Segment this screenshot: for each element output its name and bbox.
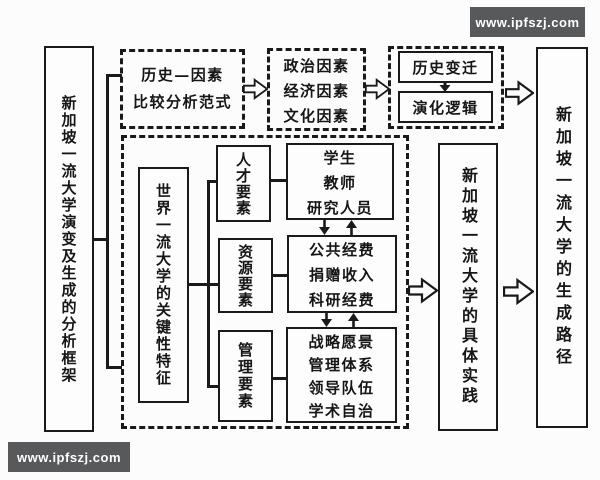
paradigm-line1: 历史—因素 bbox=[141, 66, 224, 84]
talent-element-label: 人才要素 bbox=[234, 151, 252, 216]
management-item-system: 管理体系 bbox=[308, 356, 375, 374]
evolution-logic-box: 演化逻辑 bbox=[398, 91, 493, 123]
path-label: 新加坡一流大学的生成路径 bbox=[553, 105, 572, 370]
connector-talent bbox=[270, 179, 286, 182]
paradigm-box: 历史—因素 比较分析范式 bbox=[120, 49, 245, 129]
connector-management bbox=[272, 377, 286, 380]
flow-arrow-right-icon bbox=[243, 78, 268, 100]
talent-item-students: 学生 bbox=[323, 149, 357, 167]
talent-items-box: 学生 教师 研究人员 bbox=[286, 143, 394, 220]
talent-element-box: 人才要素 bbox=[216, 145, 271, 222]
resource-item-public-funds: 公共经费 bbox=[308, 241, 375, 259]
analysis-framework-box: 新加坡一流大学演变及生成的分析框架 bbox=[44, 46, 94, 432]
history-change-label: 历史变迁 bbox=[412, 58, 479, 77]
flow-arrow-right-icon bbox=[365, 78, 390, 100]
management-item-autonomy: 学术自治 bbox=[308, 402, 375, 420]
watermark-bottom-left: www.ipfszj.com bbox=[8, 442, 130, 472]
path-box: 新加坡一流大学的生成路径 bbox=[536, 47, 588, 428]
flow-arrow-right-icon bbox=[503, 278, 534, 305]
resource-element-label: 资源要素 bbox=[236, 243, 254, 308]
bracket-left-mid-connector bbox=[92, 238, 107, 241]
resource-item-donations: 捐赠收入 bbox=[308, 266, 375, 284]
management-element-label: 管理要素 bbox=[236, 342, 254, 410]
flow-arrow-down-icon bbox=[319, 220, 330, 235]
connector-resource bbox=[272, 274, 287, 277]
key-features-box: 世界一流大学的关键性特征 bbox=[138, 167, 189, 403]
key-features-label: 世界一流大学的关键性特征 bbox=[154, 183, 172, 387]
bracket-elements-mid-stub bbox=[207, 283, 218, 286]
flow-arrow-up-icon bbox=[346, 220, 357, 235]
management-item-vision: 战略愿景 bbox=[308, 333, 375, 351]
factor-economic: 经济因素 bbox=[283, 82, 350, 100]
practice-box: 新加坡一流大学的具体实践 bbox=[438, 143, 498, 431]
resource-items-box: 公共经费 捐赠收入 科研经费 bbox=[287, 235, 397, 313]
flow-arrow-down-icon bbox=[439, 83, 451, 92]
talent-item-researchers: 研究人员 bbox=[306, 199, 373, 217]
resource-item-research-funds: 科研经费 bbox=[308, 291, 375, 309]
flow-arrow-down-icon bbox=[321, 313, 332, 327]
paradigm-line2: 比较分析范式 bbox=[132, 93, 232, 111]
watermark-top-right: www.ipfszj.com bbox=[470, 7, 585, 37]
bracket-elements-feeder bbox=[188, 283, 207, 286]
factor-cultural: 文化因素 bbox=[283, 107, 350, 125]
analysis-framework-label: 新加坡一流大学演变及生成的分析框架 bbox=[59, 94, 78, 384]
management-items-box: 战略愿景 管理体系 领导队伍 学术自治 bbox=[286, 327, 397, 423]
practice-label: 新加坡一流大学的具体实践 bbox=[459, 167, 478, 407]
evolution-box bbox=[388, 46, 504, 129]
management-item-leadership: 领导队伍 bbox=[308, 379, 375, 397]
factor-political: 政治因素 bbox=[283, 57, 350, 75]
flow-arrow-right-icon bbox=[505, 80, 534, 106]
key-features-section bbox=[121, 135, 409, 429]
bracket-left-vertical bbox=[106, 74, 109, 368]
talent-item-teachers: 教师 bbox=[323, 174, 357, 192]
factors-box: 政治因素 经济因素 文化因素 bbox=[267, 48, 366, 131]
evolution-logic-label: 演化逻辑 bbox=[412, 98, 479, 117]
flow-arrow-right-icon bbox=[408, 277, 438, 304]
bracket-elements-top-stub bbox=[207, 180, 216, 183]
management-element-box: 管理要素 bbox=[218, 330, 273, 422]
bracket-left-top-stub bbox=[106, 74, 122, 77]
resource-element-box: 资源要素 bbox=[218, 238, 273, 313]
history-change-box: 历史变迁 bbox=[398, 51, 493, 83]
flow-arrow-up-icon bbox=[348, 313, 359, 327]
bracket-elements-bottom-stub bbox=[207, 385, 218, 388]
bracket-left-bottom-stub bbox=[106, 366, 122, 369]
